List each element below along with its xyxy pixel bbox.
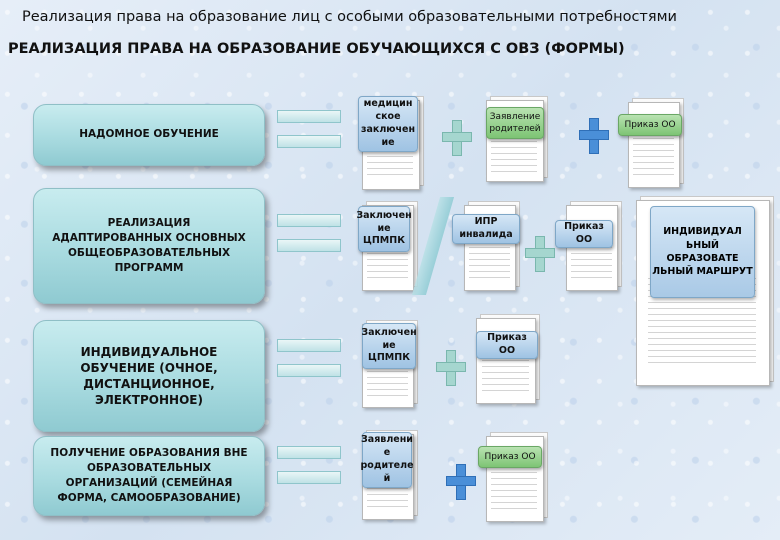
equals-icon [277,446,341,486]
parents-application-label: Заявлени е родителе й [361,432,414,488]
document-image [566,205,618,291]
order-label: Приказ ОО [476,331,538,359]
order-label: Приказ ОО [618,114,682,136]
plus-icon [446,464,476,500]
pmpk-conclusion-label: Заключен ие ЦПМПК [356,206,412,252]
form-outside-school-label: ПОЛУЧЕНИЕ ОБРАЗОВАНИЯ ВНЕ ОБРАЗОВАТЕЛЬНЫ… [50,446,248,505]
order-label: Приказ ОО [478,446,542,468]
order-label: Приказ ОО [555,220,613,248]
page-supertitle: Реализация права на образование лиц с ос… [22,9,677,25]
plus-icon [525,236,555,272]
ipr-label: ИПР инвалида [452,214,520,244]
parents-application-label: Заявление родителей [486,107,544,139]
individual-route-label: ИНДИВИДУАЛ ЬНЫЙ ОБРАЗОВАТЕ ЛЬНЫЙ МАРШРУТ [650,206,755,298]
plus-icon [579,118,609,154]
form-home-schooling-label: НАДОМНОЕ ОБУЧЕНИЕ [79,128,219,141]
form-individual-learning-label: ИНДИВИДУАЛЬНОЕ ОБУЧЕНИЕ (ОЧНОЕ, ДИСТАНЦИ… [80,344,218,408]
plus-icon [436,350,466,386]
individual-route-document: ИНДИВИДУАЛ ЬНЫЙ ОБРАЗОВАТЕ ЛЬНЫЙ МАРШРУТ [636,196,774,386]
page-title: РЕАЛИЗАЦИЯ ПРАВА НА ОБРАЗОВАНИЕ ОБУЧАЮЩИ… [8,41,625,57]
equals-icon [277,214,341,254]
form-outside-school: ПОЛУЧЕНИЕ ОБРАЗОВАНИЯ ВНЕ ОБРАЗОВАТЕЛЬНЫ… [33,436,265,516]
pmpk-conclusion-label: Заключен ие ЦПМПК [361,323,417,369]
equals-icon [277,110,341,150]
form-individual-learning: ИНДИВИДУАЛЬНОЕ ОБУЧЕНИЕ (ОЧНОЕ, ДИСТАНЦИ… [33,320,265,432]
medical-certificate-label: медицин ское заключен ие [358,96,418,152]
form-adapted-programs-label: РЕАЛИЗАЦИЯ АДАПТИРОВАННЫХ ОСНОВНЫХ ОБЩЕО… [52,216,246,275]
equals-icon [277,339,341,379]
plus-icon [442,120,472,156]
or-slash-icon [411,197,455,295]
form-adapted-programs: РЕАЛИЗАЦИЯ АДАПТИРОВАННЫХ ОСНОВНЫХ ОБЩЕО… [33,188,265,304]
form-home-schooling: НАДОМНОЕ ОБУЧЕНИЕ [33,104,265,166]
